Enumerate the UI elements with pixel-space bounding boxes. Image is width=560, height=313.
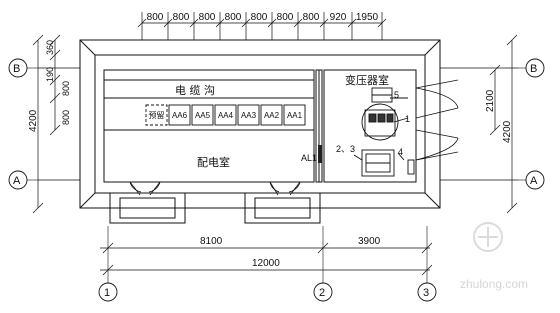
top-dim-label: 800 [303, 12, 320, 23]
cabinet: AA5 [191, 104, 214, 126]
top-dim-label: 920 [330, 12, 347, 23]
left-dimension-lines [32, 34, 80, 214]
transformer-equipment [353, 87, 415, 177]
cabinet-label: AA2 [264, 111, 280, 120]
top-dim-label: 800 [277, 12, 294, 23]
cabinet: AA1 [283, 104, 306, 126]
cable-trench-label: 电 缆 沟 [175, 84, 215, 97]
callout-2-3: 2、3 [336, 144, 355, 154]
cabinet-box [214, 104, 237, 126]
top-dim-label: 800 [199, 12, 216, 23]
axis-b-left: B [13, 63, 20, 75]
bottom-dim-12000: 12000 [252, 258, 280, 269]
top-dim-label: 800 [147, 12, 164, 23]
cabinet-label: 预留 [149, 110, 165, 120]
callout-4: 4 [398, 147, 403, 157]
cabinet-row: 预留 AA6 AA5 AA4 AA3 AA2 AA1 [145, 104, 306, 126]
cabinet-label: AA4 [218, 111, 234, 120]
cabinet-label: AA3 [241, 111, 257, 120]
doors [129, 79, 459, 196]
cabinet-box [168, 104, 191, 126]
panel-al1-label: AL1 [301, 153, 317, 163]
right-dim-outer: 4200 [502, 120, 513, 143]
cabinet-box [283, 104, 306, 126]
cabinet: AA3 [237, 104, 260, 126]
building-walls [79, 39, 441, 224]
cabinet-label: AA1 [287, 111, 303, 120]
top-dim-label: 800 [251, 12, 268, 23]
watermark: zhulong.com [460, 222, 528, 291]
top-dimension-line [137, 12, 387, 40]
axis-leaders [27, 67, 526, 283]
panel-al1-symbol [318, 145, 322, 163]
cabinet: 预留 [145, 104, 168, 126]
axis-a-right: A [530, 175, 538, 187]
axis-a-left: A [13, 175, 21, 187]
axis-1: 1 [104, 287, 110, 299]
cabinet-box [237, 104, 260, 126]
watermark-text: zhulong.com [460, 277, 528, 291]
bottom-dim-3900: 3900 [358, 236, 381, 247]
cabinet-box [191, 104, 214, 126]
cabinet: AA6 [168, 104, 191, 126]
top-dim-label: 800 [173, 12, 190, 23]
cabinet: AA2 [260, 104, 283, 126]
transformer-room-label: 变压器室 [345, 73, 389, 87]
top-dim-label: 1950 [356, 12, 379, 23]
left-dim-800b: 800 [61, 110, 71, 125]
left-dim-360: 360 [45, 40, 55, 55]
callout-5: 5 [394, 90, 399, 100]
bottom-dimension-lines [100, 242, 433, 276]
right-dimension-lines [440, 34, 518, 214]
axis-2: 2 [319, 287, 325, 299]
left-dim-800a: 800 [61, 81, 71, 96]
distribution-room-label: 配电室 [197, 155, 230, 169]
cabinet-label: AA6 [172, 111, 188, 120]
axis-3: 3 [423, 287, 429, 299]
cabinet-box [260, 104, 283, 126]
cabinet: AA4 [214, 104, 237, 126]
top-dim-label: 800 [225, 12, 242, 23]
right-dim-2100: 2100 [485, 89, 496, 112]
cabinet-label: AA5 [195, 111, 211, 120]
left-dim-outer: 4200 [28, 109, 39, 132]
bottom-dim-8100: 8100 [200, 236, 223, 247]
left-dim-190: 190 [45, 67, 55, 82]
cabinet-box [145, 104, 168, 126]
callout-1: 1 [405, 114, 410, 124]
axis-b-right: B [530, 63, 537, 75]
